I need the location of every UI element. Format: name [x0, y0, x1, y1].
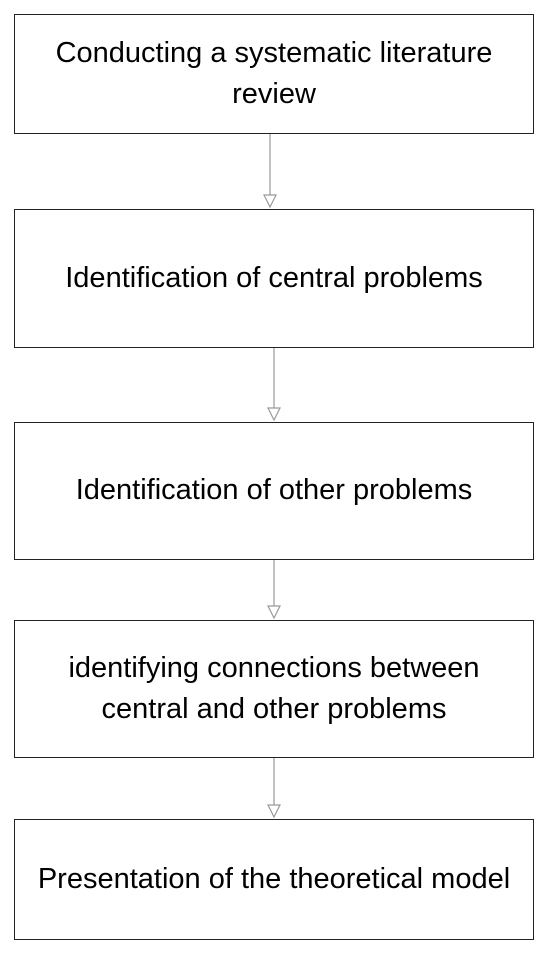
- step-2-box: Identification of central problems: [14, 209, 534, 348]
- step-2-label: Identification of central problems: [65, 261, 483, 294]
- step-1-box: Conducting a systematic literature revie…: [14, 14, 534, 134]
- step-3-box: Identification of other problems: [14, 422, 534, 560]
- step-5-label: Presentation of the theoretical model: [37, 862, 511, 895]
- step-5-box: Presentation of the theoretical model: [14, 819, 534, 940]
- step-1-label: Conducting a systematic literature revie…: [55, 36, 493, 110]
- step-4-label: identifying connections between central …: [68, 651, 480, 725]
- step-4-box: identifying connections between central …: [14, 620, 534, 758]
- arrow-2: [267, 348, 281, 422]
- step-3-label: Identification of other problems: [75, 474, 473, 507]
- arrow-1: [263, 134, 277, 209]
- arrow-3: [267, 560, 281, 620]
- arrow-4: [267, 758, 281, 819]
